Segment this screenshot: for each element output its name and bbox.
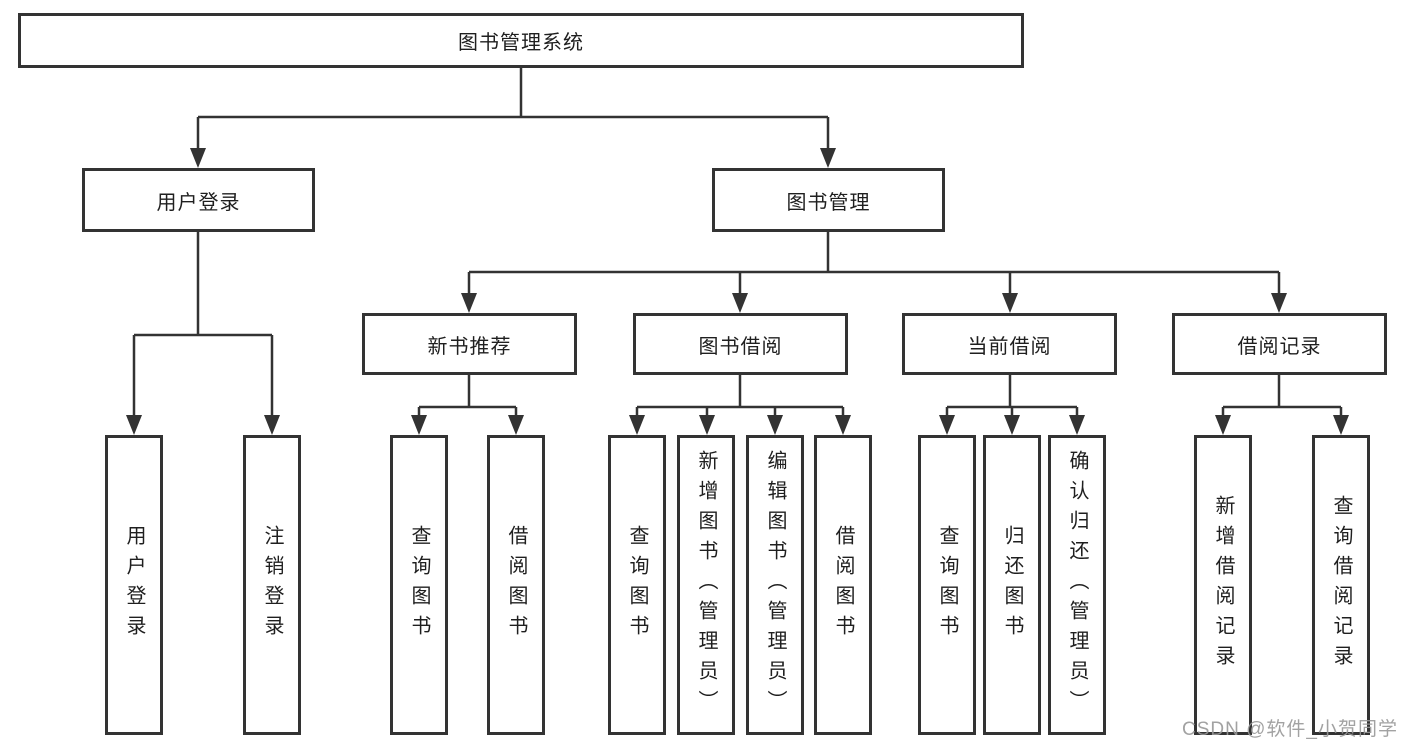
leaf-borrow-books-rec-label: 借阅图书	[505, 525, 527, 645]
connector-root-fan	[196, 68, 830, 152]
leaf-user-login: 用户登录	[105, 435, 163, 735]
node-borrow-records-label: 借阅记录	[1237, 335, 1322, 358]
leaf-add-borrow-record-label: 新增借阅记录	[1212, 495, 1234, 675]
arrowhead-icon	[820, 148, 836, 168]
leaf-query-borrow-record: 查询借阅记录	[1312, 435, 1370, 735]
leaf-query-books-borrow: 查询图书	[608, 435, 666, 735]
leaf-query-books-current-label: 查询图书	[936, 525, 958, 645]
leaf-query-books-borrow-label: 查询图书	[626, 525, 648, 645]
leaf-add-borrow-record: 新增借阅记录	[1194, 435, 1252, 735]
node-current-borrow-label: 当前借阅	[967, 335, 1052, 358]
connector-current-borrow-fan	[945, 375, 1079, 419]
arrowhead-icon	[508, 415, 524, 435]
leaf-return-books-label: 归还图书	[1001, 525, 1023, 645]
leaf-query-borrow-record-label: 查询借阅记录	[1330, 495, 1352, 675]
arrowhead-icon	[190, 148, 206, 168]
arrowhead-icon	[461, 293, 477, 313]
arrowhead-icon	[1002, 293, 1018, 313]
connector-user-login-fan	[132, 232, 274, 419]
arrowhead-icon	[126, 415, 142, 435]
leaf-logout: 注销登录	[243, 435, 301, 735]
node-root: 图书管理系统	[18, 13, 1024, 68]
leaf-query-books-rec: 查询图书	[390, 435, 448, 735]
arrowhead-icon	[732, 293, 748, 313]
arrowhead-icon	[1333, 415, 1349, 435]
node-new-book-rec-label: 新书推荐	[427, 335, 512, 358]
node-root-label: 图书管理系统	[458, 32, 584, 54]
leaf-return-books: 归还图书	[983, 435, 1041, 735]
leaf-query-books-current: 查询图书	[918, 435, 976, 735]
arrowhead-icon	[1069, 415, 1085, 435]
node-borrow-records: 借阅记录	[1172, 313, 1387, 375]
node-book-mgmt-label: 图书管理	[786, 191, 871, 214]
arrowhead-icon	[939, 415, 955, 435]
leaf-add-books-admin-label: 新增图书（管理员）	[695, 450, 717, 720]
arrowhead-icon	[411, 415, 427, 435]
node-book-mgmt: 图书管理	[712, 168, 945, 232]
arrowhead-icon	[264, 415, 280, 435]
arrowhead-icon	[629, 415, 645, 435]
arrowhead-icon	[767, 415, 783, 435]
leaf-borrow-books-rec: 借阅图书	[487, 435, 545, 735]
connector-book-borrow-fan	[635, 375, 845, 419]
leaf-user-login-label: 用户登录	[123, 525, 145, 645]
csdn-watermark: CSDN @软件_小贺同学	[1182, 719, 1398, 740]
leaf-confirm-return-admin-label: 确认归还（管理员）	[1066, 450, 1088, 720]
arrowhead-icon	[835, 415, 851, 435]
leaf-query-books-rec-label: 查询图书	[408, 525, 430, 645]
arrowhead-icon	[1215, 415, 1231, 435]
node-user-login: 用户登录	[82, 168, 315, 232]
node-book-borrow: 图书借阅	[633, 313, 848, 375]
leaf-add-books-admin: 新增图书（管理员）	[677, 435, 735, 735]
connector-new-book-rec-fan	[417, 375, 518, 419]
connector-book-mgmt-fan	[467, 232, 1281, 297]
arrowhead-icon	[1004, 415, 1020, 435]
arrowhead-icon	[699, 415, 715, 435]
arrowhead-icon	[1271, 293, 1287, 313]
leaf-edit-books-admin-label: 编辑图书（管理员）	[764, 450, 786, 720]
node-current-borrow: 当前借阅	[902, 313, 1117, 375]
leaf-borrow-books-label: 借阅图书	[832, 525, 854, 645]
arrowheads	[126, 148, 1349, 435]
node-book-borrow-label: 图书借阅	[698, 335, 783, 358]
leaf-confirm-return-admin: 确认归还（管理员）	[1048, 435, 1106, 735]
leaf-logout-label: 注销登录	[261, 525, 283, 645]
node-new-book-rec: 新书推荐	[362, 313, 577, 375]
node-user-login-label: 用户登录	[156, 191, 241, 214]
leaf-edit-books-admin: 编辑图书（管理员）	[746, 435, 804, 735]
leaf-borrow-books: 借阅图书	[814, 435, 872, 735]
connector-borrow-records-fan	[1221, 375, 1343, 419]
